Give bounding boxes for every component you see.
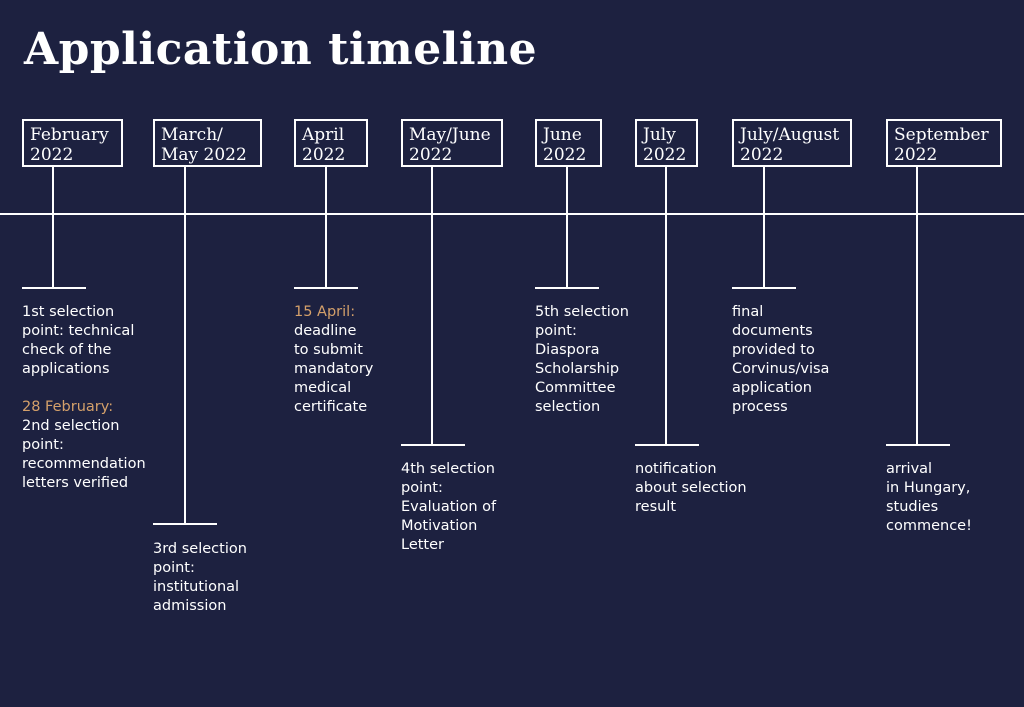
milestone-description: 15 April: deadline to submit mandatory m… [294,304,374,415]
date-box: September 2022 [886,119,1002,167]
connector-line [184,167,186,524]
tick-line [401,444,465,446]
date-box: July/August 2022 [732,119,852,167]
tick-line [886,444,950,446]
connector-line [916,167,918,445]
tick-line [294,287,358,289]
milestone-description: 4th selection point: Evaluation of Motiv… [401,461,497,553]
timeline-axis [0,213,1024,215]
tick-line [535,287,599,289]
highlight-date: 28 February: [22,399,114,415]
connector-line [52,167,54,288]
page-title: Application timeline [24,24,538,75]
milestone-description: 5th selection point: Diaspora Scholarshi… [535,304,629,415]
connector-line [566,167,568,288]
milestone-description: 3rd selection point: institutional admis… [153,541,247,614]
date-box: June 2022 [535,119,602,167]
milestone-description: 1st selection point: technical check of … [22,304,146,491]
connector-line [325,167,327,288]
date-box: July 2022 [635,119,698,167]
connector-line [665,167,667,445]
tick-line [635,444,699,446]
tick-line [732,287,796,289]
date-box: April 2022 [294,119,368,167]
date-box: May/June 2022 [401,119,503,167]
tick-line [22,287,86,289]
milestone-description: notification about selection result [635,461,747,515]
highlight-date: 15 April: [294,304,356,320]
date-box: March/ May 2022 [153,119,262,167]
date-box: February 2022 [22,119,123,167]
tick-line [153,523,217,525]
milestone-description: final documents provided to Corvinus/vis… [732,304,830,415]
milestone-description: arrival in Hungary, studies commence! [886,461,972,534]
connector-line [763,167,765,288]
connector-line [431,167,433,445]
